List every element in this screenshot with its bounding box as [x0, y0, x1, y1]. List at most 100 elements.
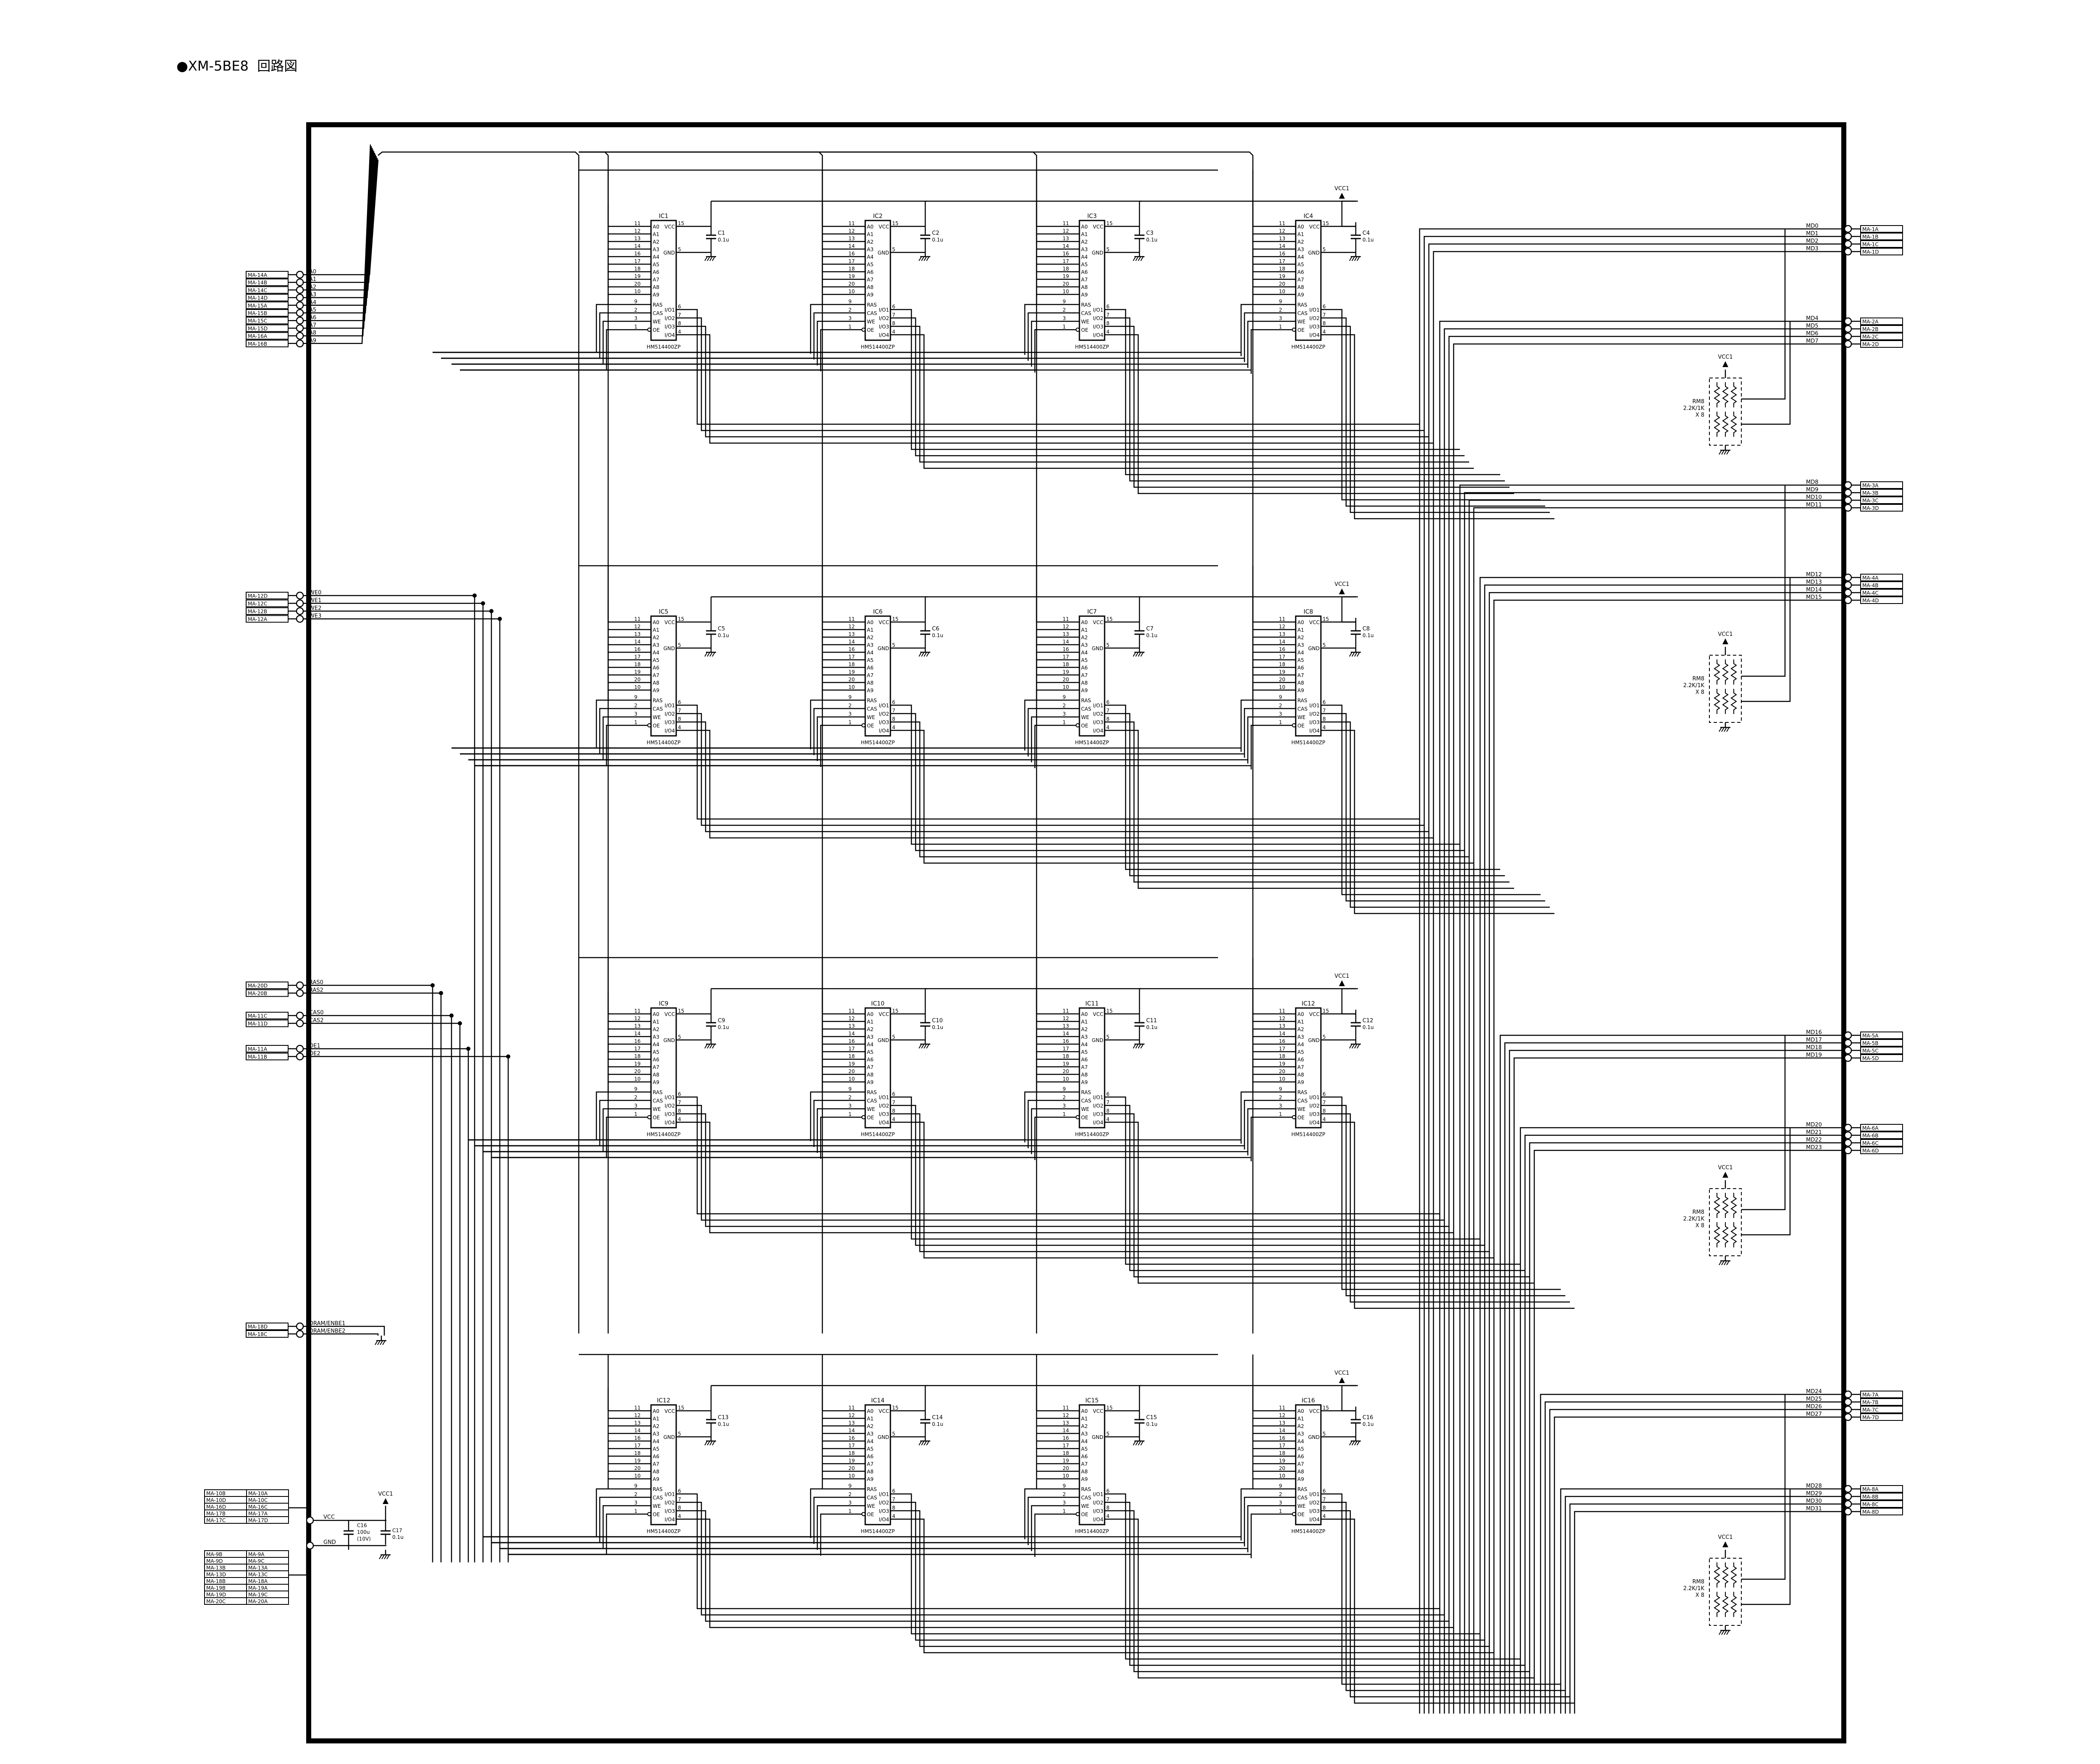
wire [813, 1100, 847, 1147]
pin-name: GND [877, 250, 889, 256]
connector-pin-label: MA-1D [1862, 249, 1879, 255]
data-signal-name: MD24 [1806, 1389, 1822, 1395]
capacitor-value: 0.1u [1362, 237, 1374, 243]
pin-number: 6 [892, 1091, 895, 1097]
pin-name: I/O1 [664, 1095, 675, 1100]
pin-name: GND [877, 646, 889, 651]
pin-number: 15 [678, 220, 684, 226]
pin-name: VCC [1309, 1011, 1320, 1017]
connector-pin-label: MA-2D [1862, 341, 1879, 347]
wire [1741, 578, 1791, 702]
pin-name: VCC [879, 1408, 889, 1414]
wire [901, 326, 1469, 463]
pin-number: 3 [848, 315, 852, 321]
pin-name: A1 [653, 1019, 659, 1025]
pin-name: A5 [867, 657, 874, 663]
data-signal-name: MD19 [1806, 1052, 1822, 1058]
ground-symbol [1354, 1441, 1357, 1446]
connector-pin-label: MA-6D [1862, 1148, 1879, 1154]
pin-number: 9 [634, 1086, 638, 1092]
pin-name: A2 [1081, 239, 1088, 245]
pin-name: GND [1092, 1434, 1103, 1440]
pin-name: A6 [1081, 665, 1088, 671]
inverted-pin [1076, 1512, 1080, 1516]
wire [1569, 1503, 1845, 1714]
pin-name: A7 [1081, 1461, 1088, 1467]
connector-pin-label: MA-20C [206, 1599, 226, 1604]
pin-number: 11 [848, 220, 855, 226]
connector-pin-label: MA-3A [1862, 483, 1879, 488]
ground-symbol [1719, 450, 1722, 455]
pin-name: RAS [1297, 1089, 1307, 1095]
pin-name: CAS [867, 310, 877, 316]
vcc-label: VCC1 [1334, 1370, 1349, 1376]
pin-number: 8 [892, 1108, 895, 1114]
pin-number: 20 [1063, 1068, 1069, 1074]
connector-contact [296, 1011, 304, 1020]
wire [1544, 1401, 1845, 1714]
wire [1116, 1113, 1530, 1278]
pin-name: A2 [867, 1026, 874, 1032]
board-outline [306, 122, 1846, 1743]
connector-pin-box [1860, 574, 1903, 581]
capacitor-ref: C17 [392, 1528, 402, 1533]
resistor-pack-value: 2.2K/1K [1683, 1216, 1705, 1222]
pin-number: 2 [1279, 1491, 1282, 1497]
chip-part-number: HM514400ZP [861, 1131, 895, 1137]
pin-number: 1 [1063, 324, 1066, 330]
junction-dot [466, 1047, 470, 1051]
connector-contact [296, 270, 304, 279]
pin-number: 10 [634, 684, 640, 690]
resistor-pack-mult: X 8 [1696, 689, 1704, 696]
pin-name: A0 [1297, 224, 1304, 230]
capacitor-ref: C11 [1146, 1018, 1157, 1024]
connector-pin-box [1860, 248, 1903, 255]
pin-number: 20 [848, 677, 855, 682]
pin-number: 18 [1279, 1450, 1285, 1456]
pin-number: 17 [634, 1046, 640, 1052]
pin-number: 11 [634, 1008, 640, 1014]
pin-number: 12 [634, 228, 640, 234]
connector-contact [1844, 232, 1852, 241]
ground-symbol [1349, 1441, 1352, 1446]
junction-dot [498, 617, 502, 621]
pin-number: 3 [1279, 1500, 1282, 1506]
pin-number: 20 [634, 281, 640, 287]
pin-number: 20 [1279, 281, 1285, 287]
pin-number: 11 [1279, 1008, 1285, 1014]
connector-pin-box [1860, 1124, 1903, 1131]
chip-ref: IC5 [659, 609, 669, 615]
ground-symbol [1140, 256, 1144, 261]
chip-body [1079, 1404, 1105, 1525]
vcc-label: VCC1 [1718, 354, 1732, 360]
pin-name: RAS [1081, 1486, 1091, 1492]
ground-symbol [709, 256, 713, 261]
ground-symbol [1721, 1630, 1725, 1635]
resistor-zigzag [1730, 1222, 1737, 1247]
pin-name: VCC [664, 1408, 675, 1414]
data-signal-name: MD16 [1806, 1029, 1822, 1036]
data-signal-name: MD6 [1806, 331, 1819, 337]
pin-name: A1 [653, 231, 659, 237]
wire [901, 309, 1460, 450]
pin-name: VCC [1093, 1011, 1103, 1017]
connector-pin-box [1860, 489, 1903, 496]
pin-name: VCC [879, 224, 889, 230]
wire [1024, 1488, 1061, 1539]
wire [1574, 1511, 1845, 1714]
data-signal-name: MD9 [1806, 487, 1819, 493]
pin-name: A5 [1297, 657, 1304, 663]
connector-pin-label: MA-20B [248, 991, 267, 997]
ground-symbol [384, 1554, 387, 1559]
resistor-pack-ref: RM8 [1692, 399, 1704, 405]
pin-name: A9 [1081, 688, 1088, 693]
pin-name: RAS [1297, 1486, 1307, 1492]
connector-pin-label: MA-3B [1862, 490, 1879, 496]
connector-pin-label: MA-18B [206, 1578, 226, 1584]
pin-name: GND [1308, 1037, 1320, 1043]
pin-name: I/O3 [879, 324, 889, 330]
pin-number: 6 [678, 304, 681, 310]
pin-name: CAS [1297, 1098, 1307, 1104]
pin-name: I/O2 [1309, 1500, 1320, 1506]
pin-number: 13 [634, 236, 640, 242]
